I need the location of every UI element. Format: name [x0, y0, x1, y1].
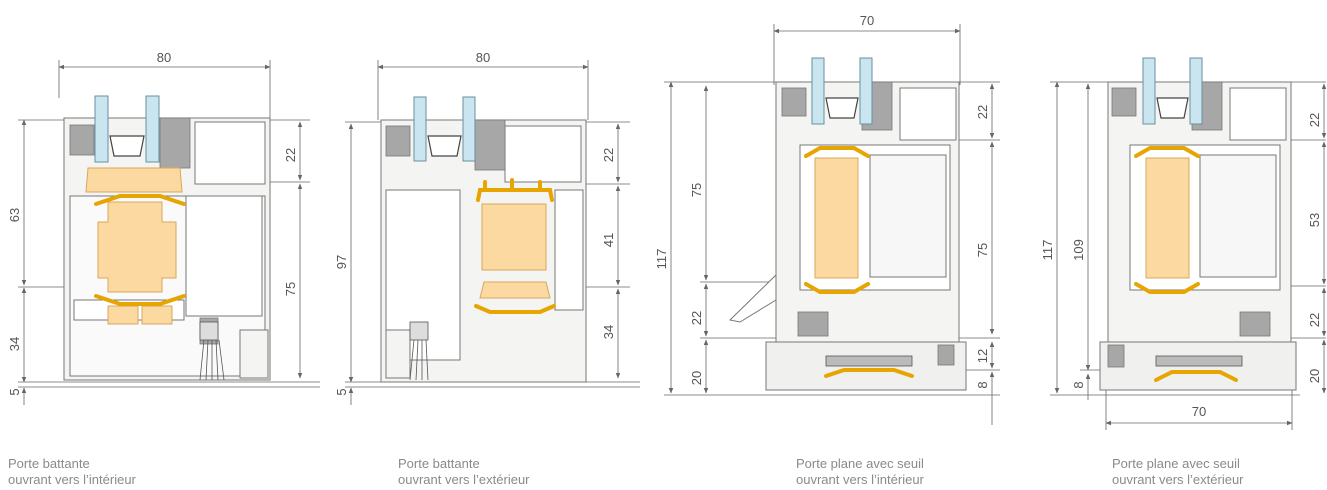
dim-right-a-2: 22	[601, 148, 616, 162]
dim-left-base-2: 5	[334, 388, 349, 395]
drawing-porte-plane-seuil-exterieur	[1050, 57, 1327, 430]
dim-right-c-4: 22	[1307, 313, 1322, 327]
glazing-spacer	[1156, 97, 1189, 119]
dim-right-d-4: 20	[1307, 369, 1322, 383]
threshold-seal	[825, 355, 913, 367]
caption-line-1: Porte battante	[398, 456, 480, 471]
gaskets	[94, 194, 186, 306]
glazing-spacer	[427, 135, 462, 157]
caption-line-2: ouvrant vers l’intérieur	[796, 472, 924, 487]
threshold-seal	[1155, 355, 1243, 367]
drawing-porte-plane-seuil-interieur	[664, 24, 1000, 425]
caption-porte-battante-interieur: Porte battante ouvrant vers l’intérieur	[8, 456, 136, 488]
dim-left-base-4: 8	[1071, 381, 1086, 388]
caption-line-2: ouvrant vers l’extérieur	[1112, 472, 1244, 487]
insulation	[1145, 157, 1190, 279]
caption-line-2: ouvrant vers l’extérieur	[398, 472, 530, 487]
caption-porte-battante-exterieur: Porte battante ouvrant vers l’extérieur	[398, 456, 530, 488]
caption-line-2: ouvrant vers l’intérieur	[8, 472, 136, 487]
dim-left-total-4: 117	[1040, 240, 1055, 261]
dim-width-4: 70	[1192, 404, 1206, 419]
dim-right-b-2: 41	[601, 233, 616, 247]
gaskets	[804, 146, 914, 378]
drawing-porte-battante-interieur	[18, 60, 320, 405]
glazing-spacer	[109, 135, 145, 157]
dim-right-d-3: 8	[975, 381, 990, 388]
dim-right-a-4: 22	[1307, 113, 1322, 127]
gaskets	[1134, 146, 1238, 382]
dim-inner-c-3: 20	[689, 371, 704, 385]
dim-left-total-2: 97	[334, 255, 349, 269]
dimension-labels: 80 63 34 5 22 75 80 97 5 22 41 34 70 117…	[7, 13, 1322, 419]
cable	[199, 321, 225, 381]
dim-inner-b-3: 22	[689, 311, 704, 325]
drawing-porte-battante-exterieur	[345, 60, 640, 405]
glass	[1142, 57, 1203, 125]
insulation	[814, 157, 859, 279]
dim-left-bottom-1: 34	[7, 337, 22, 351]
insulation	[479, 203, 551, 299]
caption-line-1: Porte plane avec seuil	[1112, 456, 1240, 471]
cable	[409, 321, 429, 381]
insulation	[85, 167, 183, 325]
dim-width-3: 70	[860, 13, 874, 28]
dim-right-c-3: 12	[975, 349, 990, 363]
caption-line-1: Porte plane avec seuil	[796, 456, 924, 471]
dim-right-c-2: 34	[601, 325, 616, 339]
glass	[413, 96, 476, 162]
dim-left-total-3: 117	[654, 249, 669, 270]
dim-left-base-1: 5	[7, 388, 22, 395]
caption-porte-plane-seuil-exterieur: Porte plane avec seuil ouvrant vers l’ex…	[1112, 456, 1244, 488]
glass	[94, 95, 160, 163]
caption-porte-plane-seuil-interieur: Porte plane avec seuil ouvrant vers l’in…	[796, 456, 924, 488]
glass	[811, 57, 873, 125]
dim-right-b-4: 53	[1307, 213, 1322, 227]
dim-right-top-1: 22	[283, 148, 298, 162]
dim-left-top-1: 63	[7, 208, 22, 222]
dim-inner-a-3: 75	[689, 183, 704, 197]
dim-left-inner-4: 109	[1071, 239, 1086, 261]
dim-right-bottom-1: 75	[283, 282, 298, 296]
glazing-spacer	[825, 97, 859, 119]
dim-width-2: 80	[476, 50, 490, 65]
caption-line-1: Porte battante	[8, 456, 90, 471]
dim-right-a-3: 22	[975, 105, 990, 119]
gaskets	[474, 178, 556, 314]
grey-parts	[385, 119, 506, 171]
dim-right-b-3: 75	[975, 243, 990, 257]
dim-width-1: 80	[157, 50, 171, 65]
